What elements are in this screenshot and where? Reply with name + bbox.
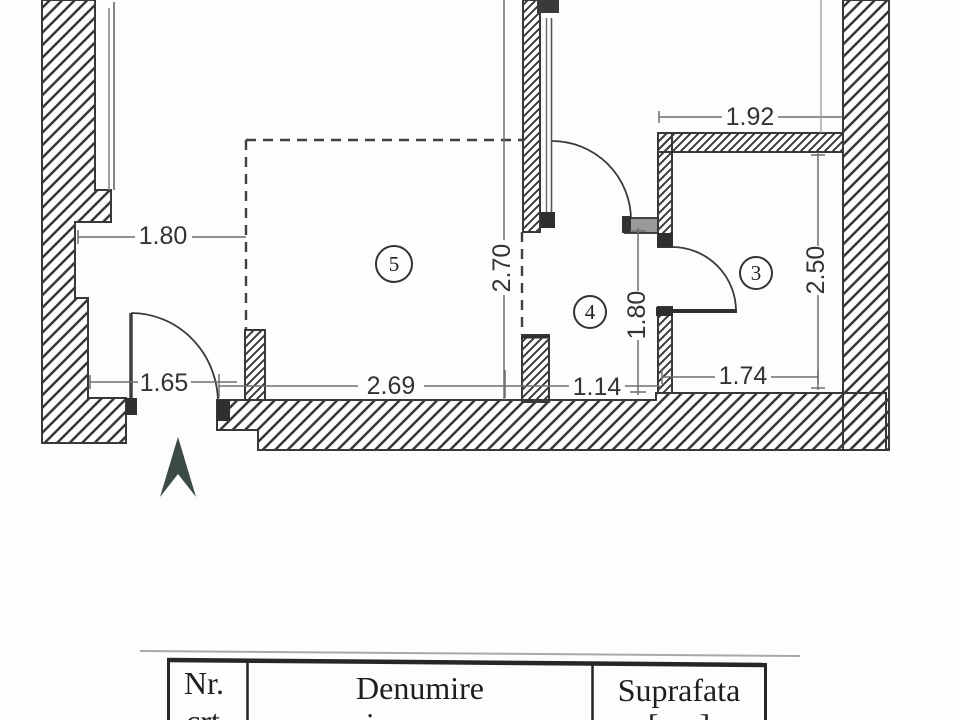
svg-text:crt: crt (186, 703, 220, 720)
svg-text:1.65: 1.65 (140, 369, 189, 397)
svg-text:2.50: 2.50 (802, 246, 830, 295)
svg-text:1.92: 1.92 (726, 103, 775, 131)
svg-text:1.74: 1.74 (719, 362, 768, 390)
svg-text:[mp]: [mp] (648, 707, 710, 720)
svg-text:3: 3 (751, 261, 762, 285)
svg-text:1.80: 1.80 (139, 222, 188, 250)
svg-text:1.80: 1.80 (623, 291, 651, 340)
svg-text:incapere: incapere (366, 706, 474, 720)
svg-text:Nr.: Nr. (184, 665, 224, 701)
svg-text:2.70: 2.70 (488, 244, 516, 293)
svg-text:1.14: 1.14 (573, 373, 622, 401)
svg-text:2.69: 2.69 (367, 372, 416, 400)
svg-text:Suprafata: Suprafata (618, 672, 741, 708)
svg-text:Denumire: Denumire (356, 670, 484, 706)
svg-text:4: 4 (585, 300, 596, 324)
svg-text:5: 5 (389, 252, 400, 276)
